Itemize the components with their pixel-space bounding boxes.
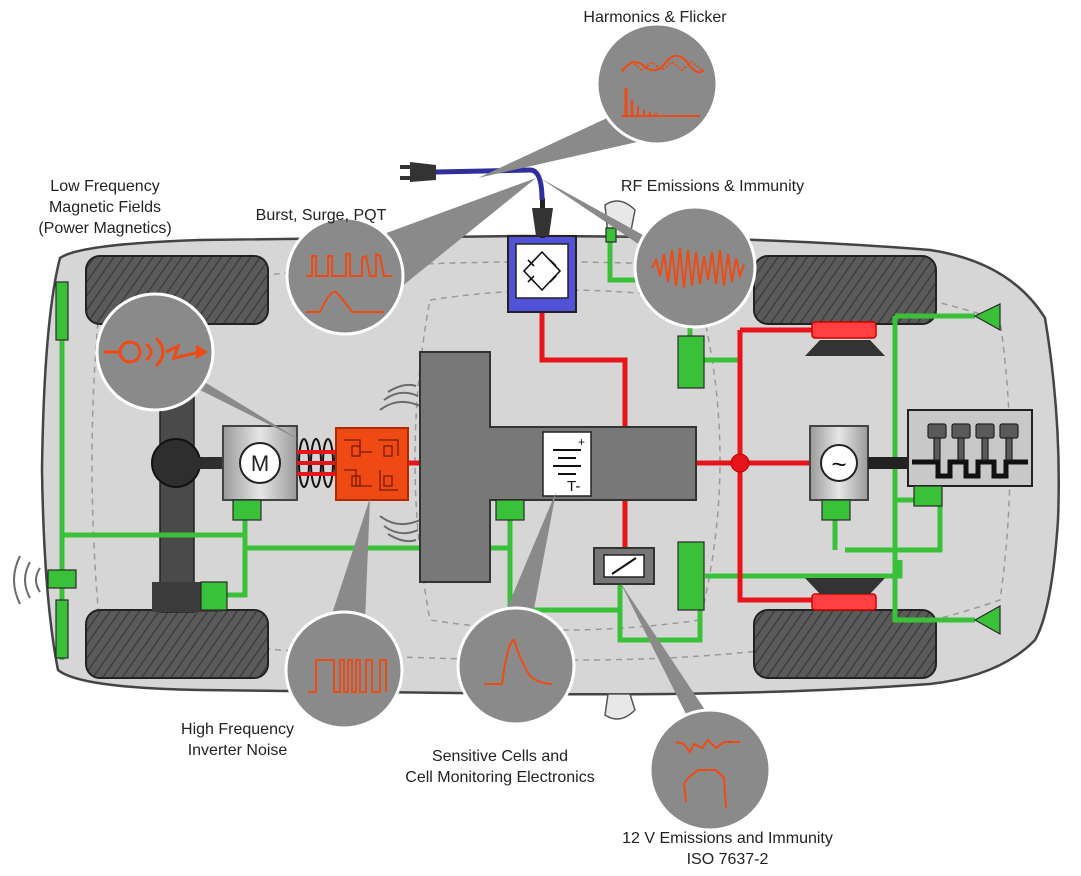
label-low-freq-line-1: Low Frequency <box>50 178 160 195</box>
engine <box>907 409 1033 487</box>
bubble-low-freq <box>95 292 215 412</box>
headlight-right <box>973 604 1001 636</box>
traction-motor: M <box>222 425 298 501</box>
lv-module-front-upper <box>677 335 705 389</box>
label-cells: Sensitive Cells and Cell Monitoring Elec… <box>380 746 620 788</box>
motor-symbol: M <box>251 451 269 476</box>
dcdc-converter <box>593 547 655 585</box>
bubble-harmonics <box>595 22 719 146</box>
lv-module-generator <box>821 499 851 521</box>
lv-module-front-lower <box>677 541 705 611</box>
inverter <box>335 427 409 501</box>
inverter-radiation <box>379 383 421 543</box>
label-cells-line-1: Sensitive Cells and <box>431 748 569 765</box>
generator: ~ <box>809 425 910 501</box>
label-cells-line-2: Cell Monitoring Electronics <box>405 769 595 786</box>
hv-wiring <box>408 312 815 603</box>
onboard-charger <box>507 198 577 313</box>
lv-module-engine <box>913 485 943 507</box>
lv-module-antenna <box>47 569 77 589</box>
antenna-radiation <box>13 555 41 605</box>
lv-module-rear-lights-1 <box>55 281 69 341</box>
lv-module-rear-lights-2 <box>55 599 69 659</box>
headlight-left <box>973 303 1001 332</box>
lv-module-rear <box>200 581 228 611</box>
lv-module-battery <box>495 499 525 521</box>
label-low-freq: Low Frequency Magnetic Fields (Power Mag… <box>25 176 185 239</box>
lv-module-motor <box>232 499 262 521</box>
battery-minus-symbol: T- <box>567 478 580 495</box>
generator-symbol: ~ <box>831 449 846 479</box>
label-harmonics: Harmonics & Flicker <box>583 9 727 26</box>
bubble-cells <box>456 606 576 726</box>
label-12v-line-1: 12 V Emissions and Immunity <box>622 830 833 847</box>
lv-module-charger-port <box>605 227 617 243</box>
battery-plus-symbol: + <box>578 435 585 449</box>
hv-junction <box>730 453 750 473</box>
lv-modules <box>47 227 1001 659</box>
label-low-freq-line-2: Magnetic Fields <box>48 199 162 216</box>
label-hf-inverter-line-1: High Frequency <box>181 721 294 738</box>
wheel-rear-right <box>85 609 269 679</box>
front-brakes <box>805 321 885 611</box>
waveforms <box>104 55 745 809</box>
grid-plug-cable <box>400 162 545 201</box>
label-rf: RF Emissions & Immunity <box>620 178 805 195</box>
label-burst: Burst, Surge, PQT <box>255 207 387 224</box>
label-low-freq-line-3: (Power Magnetics) <box>38 220 172 237</box>
label-hf-inverter-line-2: Inverter Noise <box>187 742 288 759</box>
label-12v: 12 V Emissions and Immunity ISO 7637-2 <box>600 828 855 870</box>
battery-pack: + T- <box>419 351 697 583</box>
label-hf-inverter: High Frequency Inverter Noise <box>160 719 315 761</box>
label-12v-line-2: ISO 7637-2 <box>686 851 769 868</box>
